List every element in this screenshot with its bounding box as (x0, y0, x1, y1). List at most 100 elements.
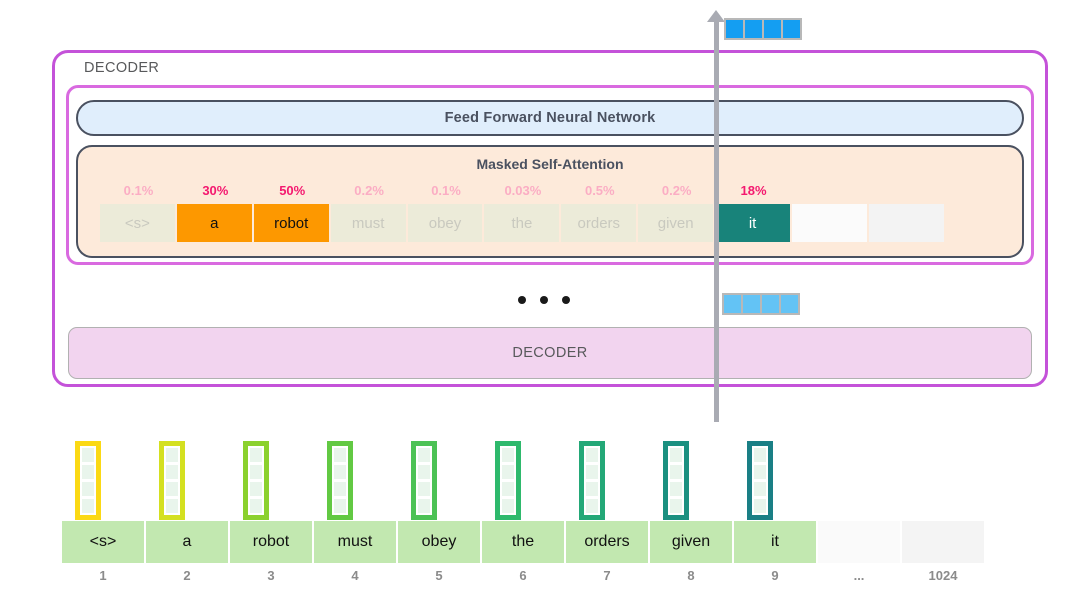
attention-token-cell[interactable]: it (715, 204, 791, 242)
attention-token-cell[interactable]: obey (407, 204, 483, 242)
decoder-lower-label: DECODER (512, 345, 588, 361)
input-position-label: 5 (435, 568, 443, 583)
embedding-cell (82, 448, 94, 462)
embedding-cell (250, 482, 262, 496)
input-token-cell[interactable]: the (482, 521, 564, 563)
input-token-cell[interactable]: it (734, 521, 816, 563)
attention-weight: 30% (202, 183, 229, 198)
embedding-cell (418, 465, 430, 479)
embedding-vector (243, 441, 269, 520)
embedding-vector (411, 441, 437, 520)
embedding-cell (166, 482, 178, 496)
embedding-cell (754, 482, 766, 496)
masked-self-attention-label: Masked Self-Attention (476, 156, 624, 172)
input-position-label: 9 (771, 568, 779, 583)
attention-token-cell[interactable]: the (484, 204, 560, 242)
vector-cell (762, 295, 779, 313)
input-token-cell[interactable]: <s> (62, 521, 144, 563)
embedding-cell (82, 482, 94, 496)
input-position-label: 6 (519, 568, 527, 583)
embedding-cell (334, 465, 346, 479)
embedding-cell (250, 448, 262, 462)
input-token-cell[interactable]: a (146, 521, 228, 563)
input-position-label: 1 (99, 568, 107, 583)
input-position-label: 2 (183, 568, 191, 583)
attention-weights-row: 0.1%30%50%0.2%0.1%0.03%0.5%0.2%18% (100, 183, 792, 198)
attention-token-cell-empty (792, 204, 867, 242)
vector-cell (764, 20, 781, 38)
attention-weight: 18% (740, 183, 767, 198)
input-position-label: 8 (687, 568, 695, 583)
input-token-cell-empty (902, 521, 984, 563)
embedding-cell (250, 465, 262, 479)
embedding-cell (670, 499, 682, 513)
attention-token-cell-empty (868, 204, 944, 242)
embedding-cell (418, 499, 430, 513)
embedding-cell (754, 499, 766, 513)
embedding-vector (75, 441, 101, 520)
input-token-cell[interactable]: given (650, 521, 732, 563)
input-position-label: 7 (603, 568, 611, 583)
vector-cell (726, 20, 743, 38)
input-token-cell[interactable]: orders (566, 521, 648, 563)
decoder-lower-block: DECODER (68, 327, 1032, 379)
vector-cell (745, 20, 762, 38)
embedding-cell (502, 499, 514, 513)
attention-weight: 50% (279, 183, 306, 198)
input-token-cell[interactable]: obey (398, 521, 480, 563)
embedding-cell (754, 465, 766, 479)
decoder-outer-label: DECODER (84, 60, 160, 76)
feed-forward-label: Feed Forward Neural Network (444, 110, 656, 126)
embedding-cell (334, 482, 346, 496)
input-token-cell[interactable]: robot (230, 521, 312, 563)
embedding-cell (418, 448, 430, 462)
embedding-cell (670, 482, 682, 496)
embedding-cell (754, 448, 766, 462)
arrow-shaft (714, 18, 719, 422)
input-position-label: ... (853, 568, 865, 583)
embedding-cell (82, 465, 94, 479)
embedding-cell (670, 448, 682, 462)
attention-token-cell[interactable]: <s> (100, 204, 175, 242)
up-arrow-icon (707, 10, 725, 22)
embedding-vector (579, 441, 605, 520)
input-token-cell-empty (818, 521, 900, 563)
embedding-cell (82, 499, 94, 513)
attention-weight: 0.2% (661, 183, 692, 198)
embedding-cell (502, 482, 514, 496)
vector-cell (783, 20, 800, 38)
input-position-label: 3 (267, 568, 275, 583)
attention-token-cell[interactable]: orders (561, 204, 637, 242)
embedding-cell (166, 465, 178, 479)
attention-token-cell[interactable]: robot (253, 204, 329, 242)
embedding-vector (663, 441, 689, 520)
embedding-cell (166, 448, 178, 462)
input-token-cell[interactable]: must (314, 521, 396, 563)
attention-token-cell[interactable]: a (176, 204, 252, 242)
embedding-cell (166, 499, 178, 513)
embedding-cell (502, 448, 514, 462)
embedding-vector (747, 441, 773, 520)
attention-weight: 0.1% (431, 183, 461, 198)
vector-cell (781, 295, 798, 313)
embedding-cell (586, 482, 598, 496)
vector-cell (743, 295, 760, 313)
embedding-cell (670, 465, 682, 479)
attention-weight: 0.03% (504, 183, 542, 198)
embedding-vector (159, 441, 185, 520)
vector-cell (724, 295, 741, 313)
embedding-cell (418, 482, 430, 496)
ellipsis-icon (518, 296, 570, 304)
embedding-cell (586, 499, 598, 513)
embedding-cell (250, 499, 262, 513)
embedding-vector (327, 441, 353, 520)
attention-token-cell[interactable]: must (330, 204, 406, 242)
attention-token-cell[interactable]: given (638, 204, 714, 242)
input-embedding-vectors (75, 441, 835, 521)
attention-weight: 0.5% (584, 183, 615, 198)
embedding-cell (502, 465, 514, 479)
